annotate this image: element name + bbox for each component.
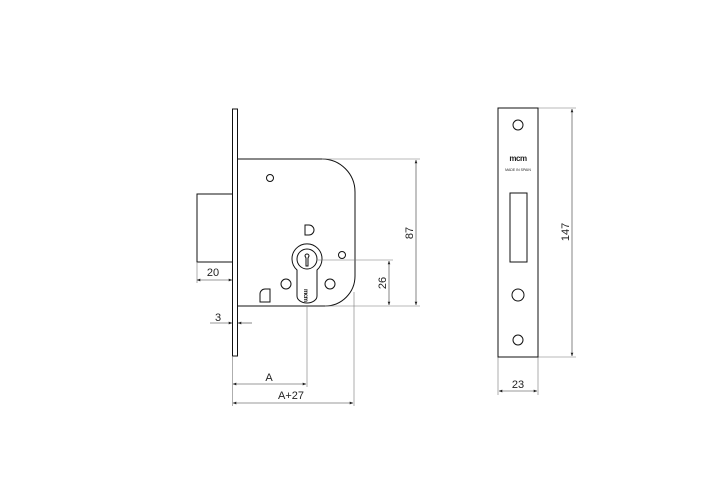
svg-text:23: 23	[512, 379, 524, 391]
screw-hole-icon	[511, 288, 525, 302]
latch-icon	[259, 288, 271, 303]
strike-brand: mcm	[509, 154, 527, 163]
made-in-label: MADE IN SPAIN	[505, 168, 531, 172]
screw-hole-icon	[266, 174, 274, 182]
cylinder-brand: mcm	[302, 289, 308, 302]
hole-icon	[280, 278, 292, 290]
dimension-23: 23	[498, 379, 538, 393]
svg-text:147: 147	[560, 223, 572, 241]
dimension-a: A	[232, 372, 307, 386]
dimension-147: 147	[560, 108, 574, 357]
bolt-slot	[509, 192, 528, 263]
extension-lines	[196, 107, 576, 406]
svg-text:A+27: A+27	[278, 390, 304, 402]
cylinder: mcm	[291, 243, 323, 304]
svg-text:A: A	[265, 372, 273, 384]
screw-hole-icon	[338, 251, 346, 259]
dimension-26: 26	[377, 260, 391, 306]
faceplate	[232, 108, 238, 357]
screw-hole-icon	[512, 334, 524, 346]
svg-text:3: 3	[215, 312, 221, 324]
mortise-lock: mcm	[196, 108, 356, 357]
dimension-3: 3	[210, 312, 252, 325]
svg-text:20: 20	[207, 267, 219, 279]
screw-hole-icon	[512, 119, 524, 131]
hole-icon	[324, 278, 336, 290]
strike-plate: mcm MADE IN SPAIN	[497, 107, 539, 358]
svg-text:87: 87	[404, 227, 416, 239]
deadbolt	[196, 193, 233, 263]
lock-body	[237, 158, 356, 307]
svg-text:26: 26	[377, 277, 389, 289]
follower-icon	[304, 224, 315, 236]
dimension-87: 87	[404, 159, 418, 306]
dimension-a-plus-27: A+27	[232, 390, 354, 405]
dimension-20: 20	[196, 267, 233, 282]
